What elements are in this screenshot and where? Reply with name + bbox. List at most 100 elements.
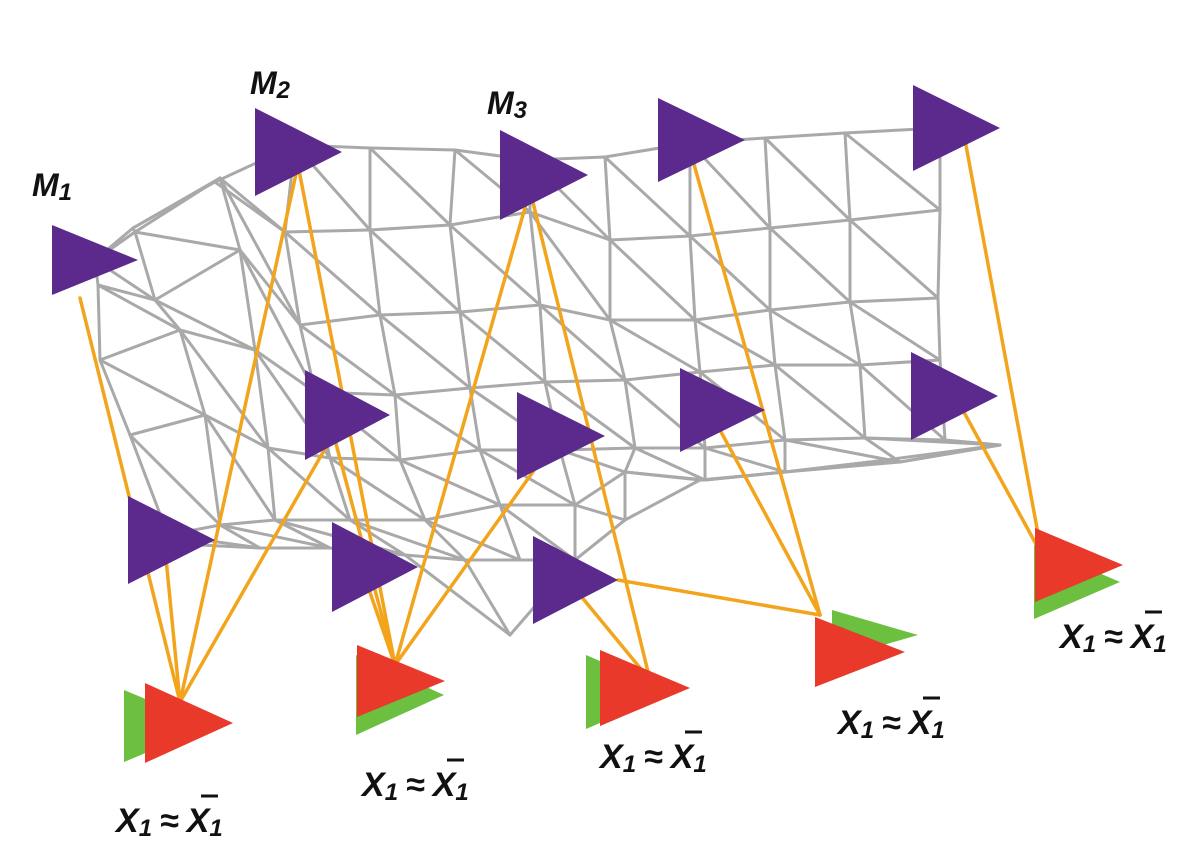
mesh-edge bbox=[848, 218, 940, 300]
mesh-edge bbox=[238, 248, 257, 352]
mesh-edge bbox=[153, 248, 242, 302]
mesh-edge bbox=[603, 155, 612, 242]
mesh-edge bbox=[153, 298, 257, 352]
mesh-edge bbox=[623, 478, 702, 522]
mesh-edge bbox=[558, 448, 577, 507]
mesh-edge bbox=[178, 328, 270, 450]
target-1 bbox=[124, 683, 233, 763]
mesh-edge bbox=[448, 210, 532, 227]
mesh-edge bbox=[608, 234, 692, 242]
connection-line bbox=[718, 428, 822, 617]
mesh-edge bbox=[763, 136, 772, 230]
mesh-edge bbox=[698, 470, 787, 482]
mesh-edge bbox=[96, 283, 182, 332]
mesh-edge bbox=[768, 308, 777, 367]
mesh-edge bbox=[768, 300, 852, 312]
mesh-edge bbox=[448, 223, 462, 314]
target-label-4: X1≈X1 bbox=[836, 696, 945, 744]
mesh-edge bbox=[398, 458, 427, 522]
mesh-edge bbox=[768, 218, 852, 230]
sensor-marker-9 bbox=[911, 352, 998, 440]
mesh-edge bbox=[783, 436, 867, 442]
svg-text:X1≈X1: X1≈X1 bbox=[1058, 618, 1167, 658]
mesh-edge bbox=[403, 553, 512, 637]
mesh-edge bbox=[218, 518, 277, 527]
mesh-edge bbox=[378, 313, 472, 390]
connection-line bbox=[578, 593, 652, 682]
mesh-edge bbox=[378, 310, 462, 317]
mesh-edge bbox=[573, 503, 627, 522]
mesh-edge bbox=[698, 363, 777, 374]
mesh-edge bbox=[763, 131, 847, 140]
mesh-edge bbox=[218, 176, 287, 234]
connection-line bbox=[393, 188, 532, 667]
mesh-edge bbox=[178, 328, 207, 417]
connection-line bbox=[963, 138, 1044, 557]
sensor-marker-11 bbox=[332, 522, 418, 612]
connection-line bbox=[178, 163, 300, 704]
target-4 bbox=[815, 610, 918, 687]
mesh-edge bbox=[573, 470, 627, 507]
mesh-edge bbox=[773, 363, 867, 440]
mesh-edge bbox=[783, 438, 902, 464]
svg-text:X1≈X1: X1≈X1 bbox=[598, 738, 707, 778]
mesh-edge bbox=[368, 228, 382, 317]
connection-line bbox=[958, 403, 1044, 557]
target-label-3: X1≈X1 bbox=[598, 730, 707, 778]
connection-line bbox=[163, 546, 182, 704]
mesh-edge bbox=[843, 131, 942, 212]
mesh-edge bbox=[96, 283, 157, 302]
mesh-edge bbox=[283, 230, 302, 327]
mesh-edge bbox=[528, 210, 612, 322]
target-label-1: X1≈X1 bbox=[114, 794, 223, 842]
mesh-edge bbox=[703, 446, 787, 474]
mesh-edge bbox=[328, 456, 427, 522]
mesh-edge bbox=[328, 456, 352, 522]
mesh-edge bbox=[448, 148, 457, 227]
connection-line bbox=[363, 576, 397, 667]
sensor-marker-10 bbox=[128, 496, 215, 584]
mesh-edge bbox=[393, 386, 472, 397]
mesh-edge bbox=[398, 458, 502, 507]
sensor-marker-4 bbox=[658, 98, 745, 182]
labels: M1 M2 M3 X1≈X1 X1≈X1 X1≈X1 bbox=[32, 65, 1167, 842]
mesh-edge bbox=[693, 318, 777, 367]
mesh-edge bbox=[773, 363, 787, 442]
target-2 bbox=[356, 645, 445, 735]
estimate-triangle bbox=[600, 650, 690, 726]
mesh-edge bbox=[458, 310, 547, 384]
mesh-edge bbox=[283, 230, 382, 317]
mesh-edge bbox=[633, 446, 707, 482]
sensor-marker-5 bbox=[913, 85, 1000, 171]
marker-label-m1: M1 bbox=[32, 167, 72, 206]
mesh-edge bbox=[868, 443, 1002, 464]
mesh-edge bbox=[543, 378, 627, 384]
mesh-edge bbox=[688, 234, 697, 322]
mesh-edge bbox=[468, 380, 547, 390]
mesh-edge bbox=[368, 146, 457, 152]
mesh-edge bbox=[763, 136, 852, 222]
mesh-edge bbox=[936, 208, 942, 300]
mesh-edge bbox=[133, 230, 242, 252]
mesh-edge bbox=[218, 176, 242, 252]
mesh-edge bbox=[608, 318, 702, 374]
mesh-edge bbox=[133, 176, 222, 234]
mesh-edge bbox=[238, 248, 317, 394]
mesh-edge bbox=[368, 228, 462, 314]
sensor-marker-2 bbox=[255, 108, 342, 196]
marker-label-m3: M3 bbox=[487, 85, 528, 124]
estimate-triangle bbox=[145, 683, 233, 763]
target-label-5: X1≈X1 bbox=[1058, 610, 1167, 658]
mesh-edge bbox=[538, 303, 612, 322]
mesh-edge bbox=[403, 553, 467, 562]
mesh-edge bbox=[538, 303, 627, 382]
svg-text:X1≈X1: X1≈X1 bbox=[360, 766, 469, 806]
mesh-edge bbox=[298, 323, 397, 397]
mesh-edge bbox=[528, 210, 542, 307]
mesh-edge bbox=[393, 393, 402, 462]
mesh-edge bbox=[128, 413, 207, 437]
connection-line bbox=[178, 438, 332, 704]
mesh-edge bbox=[688, 226, 772, 238]
mesh-edge bbox=[203, 413, 222, 527]
mesh-edge bbox=[368, 146, 452, 227]
